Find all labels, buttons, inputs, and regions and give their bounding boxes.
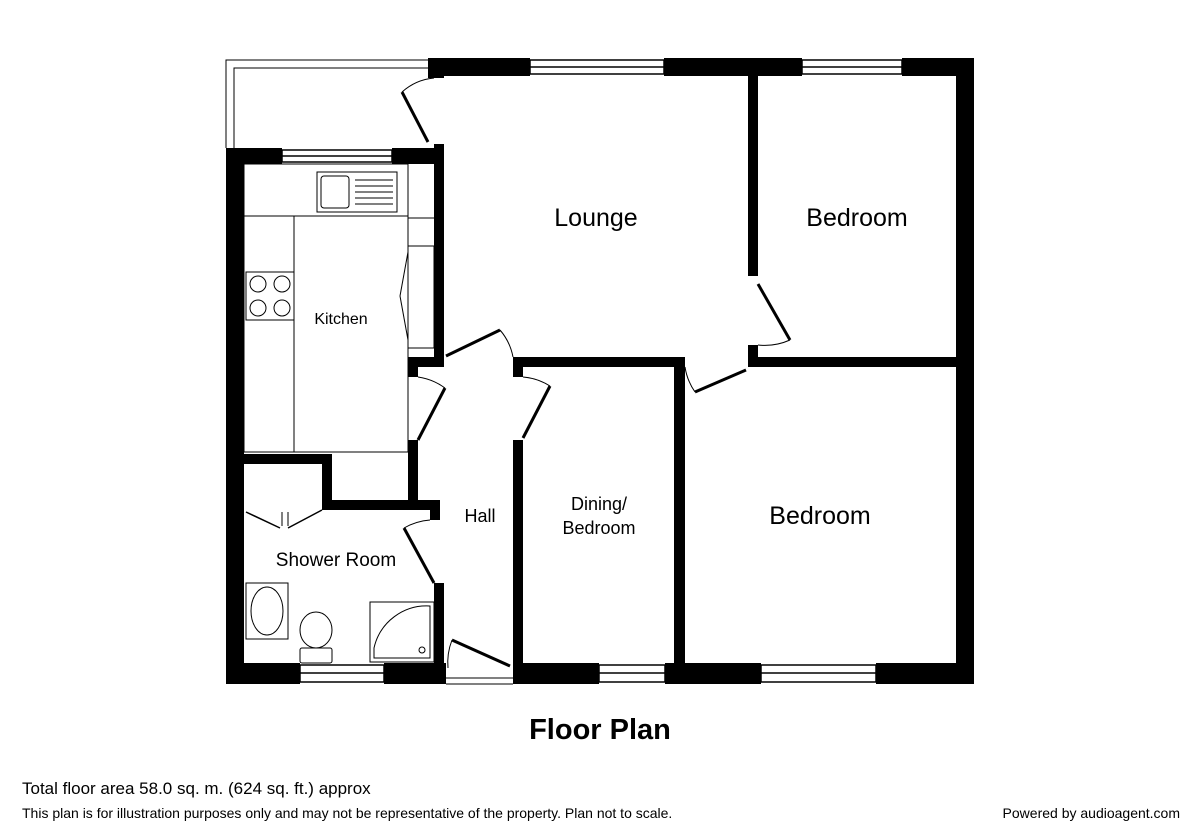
outer-walls (226, 58, 974, 684)
kitchen-worktop-top (243, 163, 409, 217)
doors (245, 77, 792, 669)
room-label-dining-line2: Bedroom (562, 518, 635, 538)
hob-icon (245, 271, 295, 321)
front-door-threshold (446, 677, 513, 685)
floor-plan-title: Floor Plan (529, 714, 671, 746)
room-label-dining-line1: Dining/ (571, 494, 627, 514)
interior-walls (244, 76, 956, 663)
disclaimer-text: This plan is for illustration purposes o… (22, 805, 673, 821)
powered-by-text: Powered by audioagent.com (1002, 805, 1180, 821)
windows (281, 59, 903, 683)
basin-icon (245, 582, 289, 640)
room-label-lounge: Lounge (554, 204, 637, 232)
total-floor-area: Total floor area 58.0 sq. m. (624 sq. ft… (22, 779, 371, 798)
kitchen-worktop (293, 215, 409, 453)
shower-room-fittings (245, 582, 435, 664)
porch-outline (225, 59, 428, 148)
sink-icon (316, 171, 398, 213)
kitchen-worktop-left (243, 215, 295, 453)
room-label-bedroom-bottom: Bedroom (769, 502, 870, 530)
room-label-kitchen: Kitchen (314, 311, 367, 328)
room-label-bedroom-top: Bedroom (806, 204, 907, 232)
room-label-hall: Hall (464, 506, 495, 526)
floor-plan: Lounge Bedroom Kitchen Hall Dining/ Bedr… (225, 58, 974, 685)
room-label-shower-room: Shower Room (276, 550, 396, 571)
toilet-icon (299, 611, 333, 649)
kitchen-fittings (243, 163, 435, 453)
shower-tray-icon (369, 601, 435, 663)
